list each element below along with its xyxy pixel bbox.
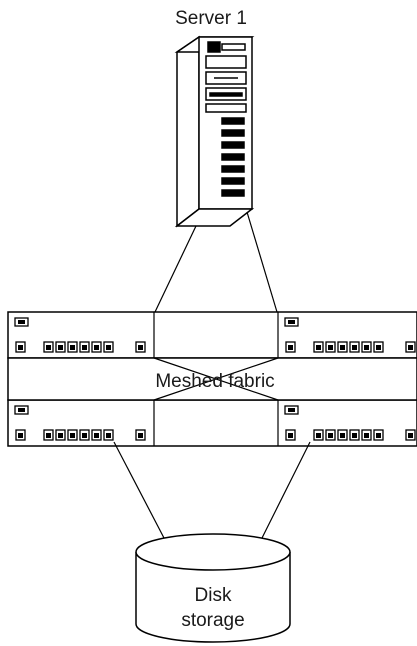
port-icon-inner [316, 345, 321, 350]
fabric-label: Meshed fabric [155, 371, 274, 392]
port-icon-inner [94, 433, 99, 438]
storage-connections [114, 442, 310, 538]
port-icon-inner [352, 345, 357, 350]
server-label: Server 1 [175, 8, 247, 29]
port-icon-inner [328, 345, 333, 350]
storage-label-line1: Disk [195, 585, 232, 606]
status-led-inner [288, 408, 295, 412]
server-connections [155, 212, 277, 312]
port-icon-inner [340, 433, 345, 438]
port-icon-inner [46, 345, 51, 350]
storage-link-right [262, 442, 310, 538]
port-icon-inner [106, 433, 111, 438]
port-icon-inner [46, 433, 51, 438]
server-link-left [155, 226, 196, 312]
port-icon-inner [408, 433, 413, 438]
port-icon-inner [18, 433, 23, 438]
port-icon-inner [376, 345, 381, 350]
status-led-inner [18, 408, 25, 412]
port-icon-inner [288, 345, 293, 350]
port-icon-inner [316, 433, 321, 438]
port-icon-inner [376, 433, 381, 438]
storage-link-left [114, 442, 164, 538]
port-icon-inner [288, 433, 293, 438]
port-icon-inner [70, 433, 75, 438]
port-icon-inner [58, 345, 63, 350]
port-icon-inner [106, 345, 111, 350]
port-icon-inner [58, 433, 63, 438]
port-icon-inner [82, 345, 87, 350]
port-icon-inner [70, 345, 75, 350]
storage-label-line2: storage [181, 610, 244, 631]
port-icon-inner [364, 433, 369, 438]
port-icon-inner [364, 345, 369, 350]
port-icon-inner [82, 433, 87, 438]
server-link-right [247, 212, 277, 312]
port-icon-inner [408, 345, 413, 350]
port-icon-inner [328, 433, 333, 438]
port-icon-inner [340, 345, 345, 350]
port-icon-inner [352, 433, 357, 438]
server-tower-icon [177, 37, 252, 226]
status-led-inner [18, 320, 25, 324]
port-icon-inner [138, 433, 143, 438]
port-icon-inner [18, 345, 23, 350]
port-icon-inner [138, 345, 143, 350]
status-led-inner [288, 320, 295, 324]
port-icon-inner [94, 345, 99, 350]
